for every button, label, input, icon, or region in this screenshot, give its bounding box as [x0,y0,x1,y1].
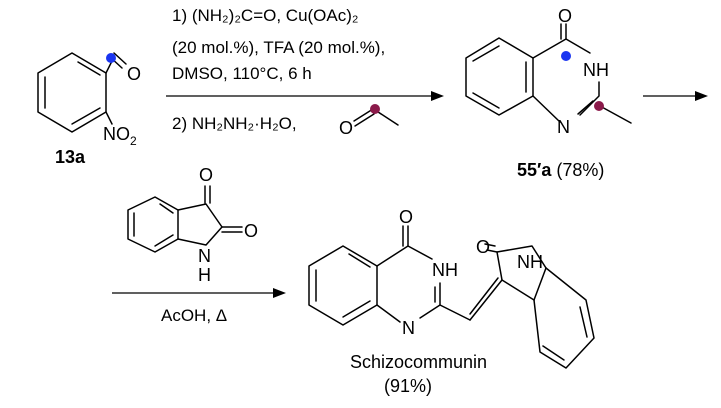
compound-55a: O NH N 55′a (78%) [465,6,632,180]
product-ring-nitrogen: N [402,318,415,338]
product-name: Schizocommunin [350,352,487,372]
product-benzene-ring [308,245,378,326]
isatin-oxygen-1: O [199,165,213,185]
intermediate-carbonyl-carbon-marker [561,51,571,61]
reaction-arrow-2 [112,288,286,298]
nitro-bond [105,111,113,125]
step2-conditions: AcOH, Δ [161,306,227,325]
isatin-oxygen-2: O [244,221,258,241]
product-yield: (91%) [384,376,432,396]
product-carbonyl-oxygen: O [399,207,413,227]
benzene-ring-55a [465,37,534,116]
step1-conditions-line4: 2) NH₂NH₂·H₂O, [172,114,297,133]
acetone-carbon-marker [370,104,380,114]
isatin-hydrogen: H [198,265,211,285]
step1-conditions-line3: DMSO, 110°C, 6 h [172,64,312,83]
reaction-arrow-1 [166,91,444,101]
intermediate-ring-nitrogen: N [557,117,570,137]
benzene-ring-13a [37,52,107,133]
step1-conditions-line1: 1) (NH₂)₂C=O, Cu(OAc)₂ [172,6,359,25]
step1-conditions-line2: (20 mol.%), TFA (20 mol.%), [172,38,385,57]
intermediate-nh: NH [583,60,609,80]
intermediate-carbonyl-oxygen: O [558,6,572,26]
compound-13a: O NO2 13a [37,52,141,167]
compound-label-55a: 55′a (78%) [517,160,604,180]
acetone-reagent: O [339,104,399,138]
isatin-nitrogen: N [198,246,211,266]
aldehyde-carbon-marker [106,53,116,63]
compound-schizocommunin: O NH N O NH Schizocommunin (91%) [308,207,595,396]
aldehyde-oxygen: O [127,64,141,84]
reaction-arrow-continue [643,91,708,101]
compound-label-13a: 13a [55,147,86,167]
oxindole-nh: NH [517,252,543,272]
intermediate-c2-marker [594,101,604,111]
oxindole-oxygen: O [476,237,490,257]
svg-text:O: O [339,118,353,138]
product-nh: NH [432,260,458,280]
nitro-group: NO2 [103,124,137,148]
isatin-reagent: O O N H [127,165,258,285]
